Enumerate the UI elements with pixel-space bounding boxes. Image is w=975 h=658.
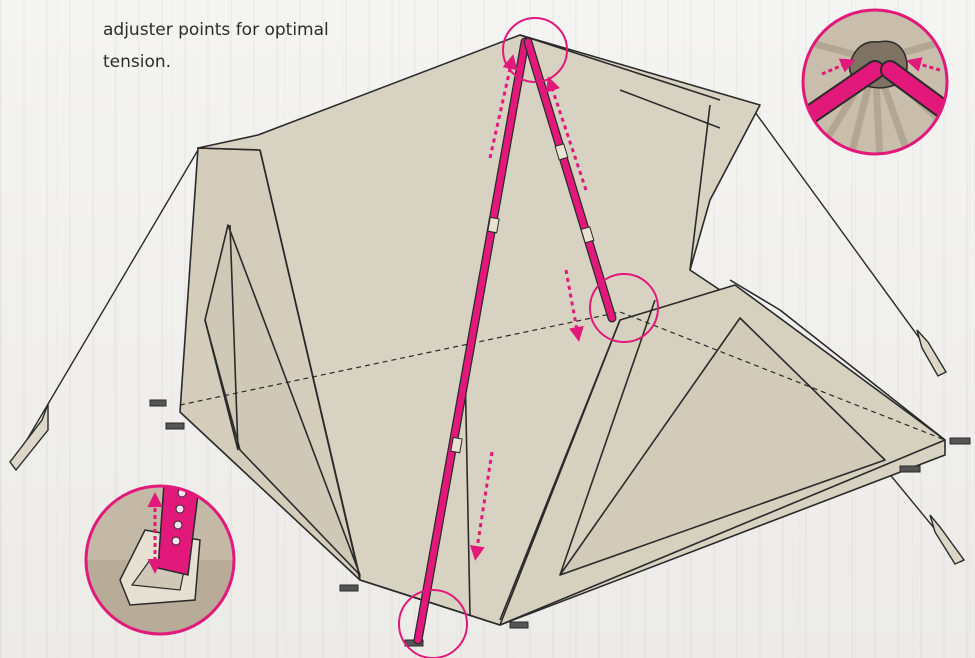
floor-outline <box>179 311 946 441</box>
caption-line-1: adjuster points for optimal <box>103 20 329 40</box>
instruction-caption: adjuster points for optimal tension. <box>103 14 403 78</box>
highlight-circles <box>398 17 659 658</box>
base-adjuster-inset <box>84 484 236 636</box>
guy-ropes <box>9 107 966 565</box>
direction-arrows <box>469 54 588 561</box>
tent-poles <box>413 37 617 645</box>
stakes <box>149 399 971 647</box>
caption-line-2: tension. <box>103 52 172 72</box>
peak-joint-inset <box>801 8 949 156</box>
